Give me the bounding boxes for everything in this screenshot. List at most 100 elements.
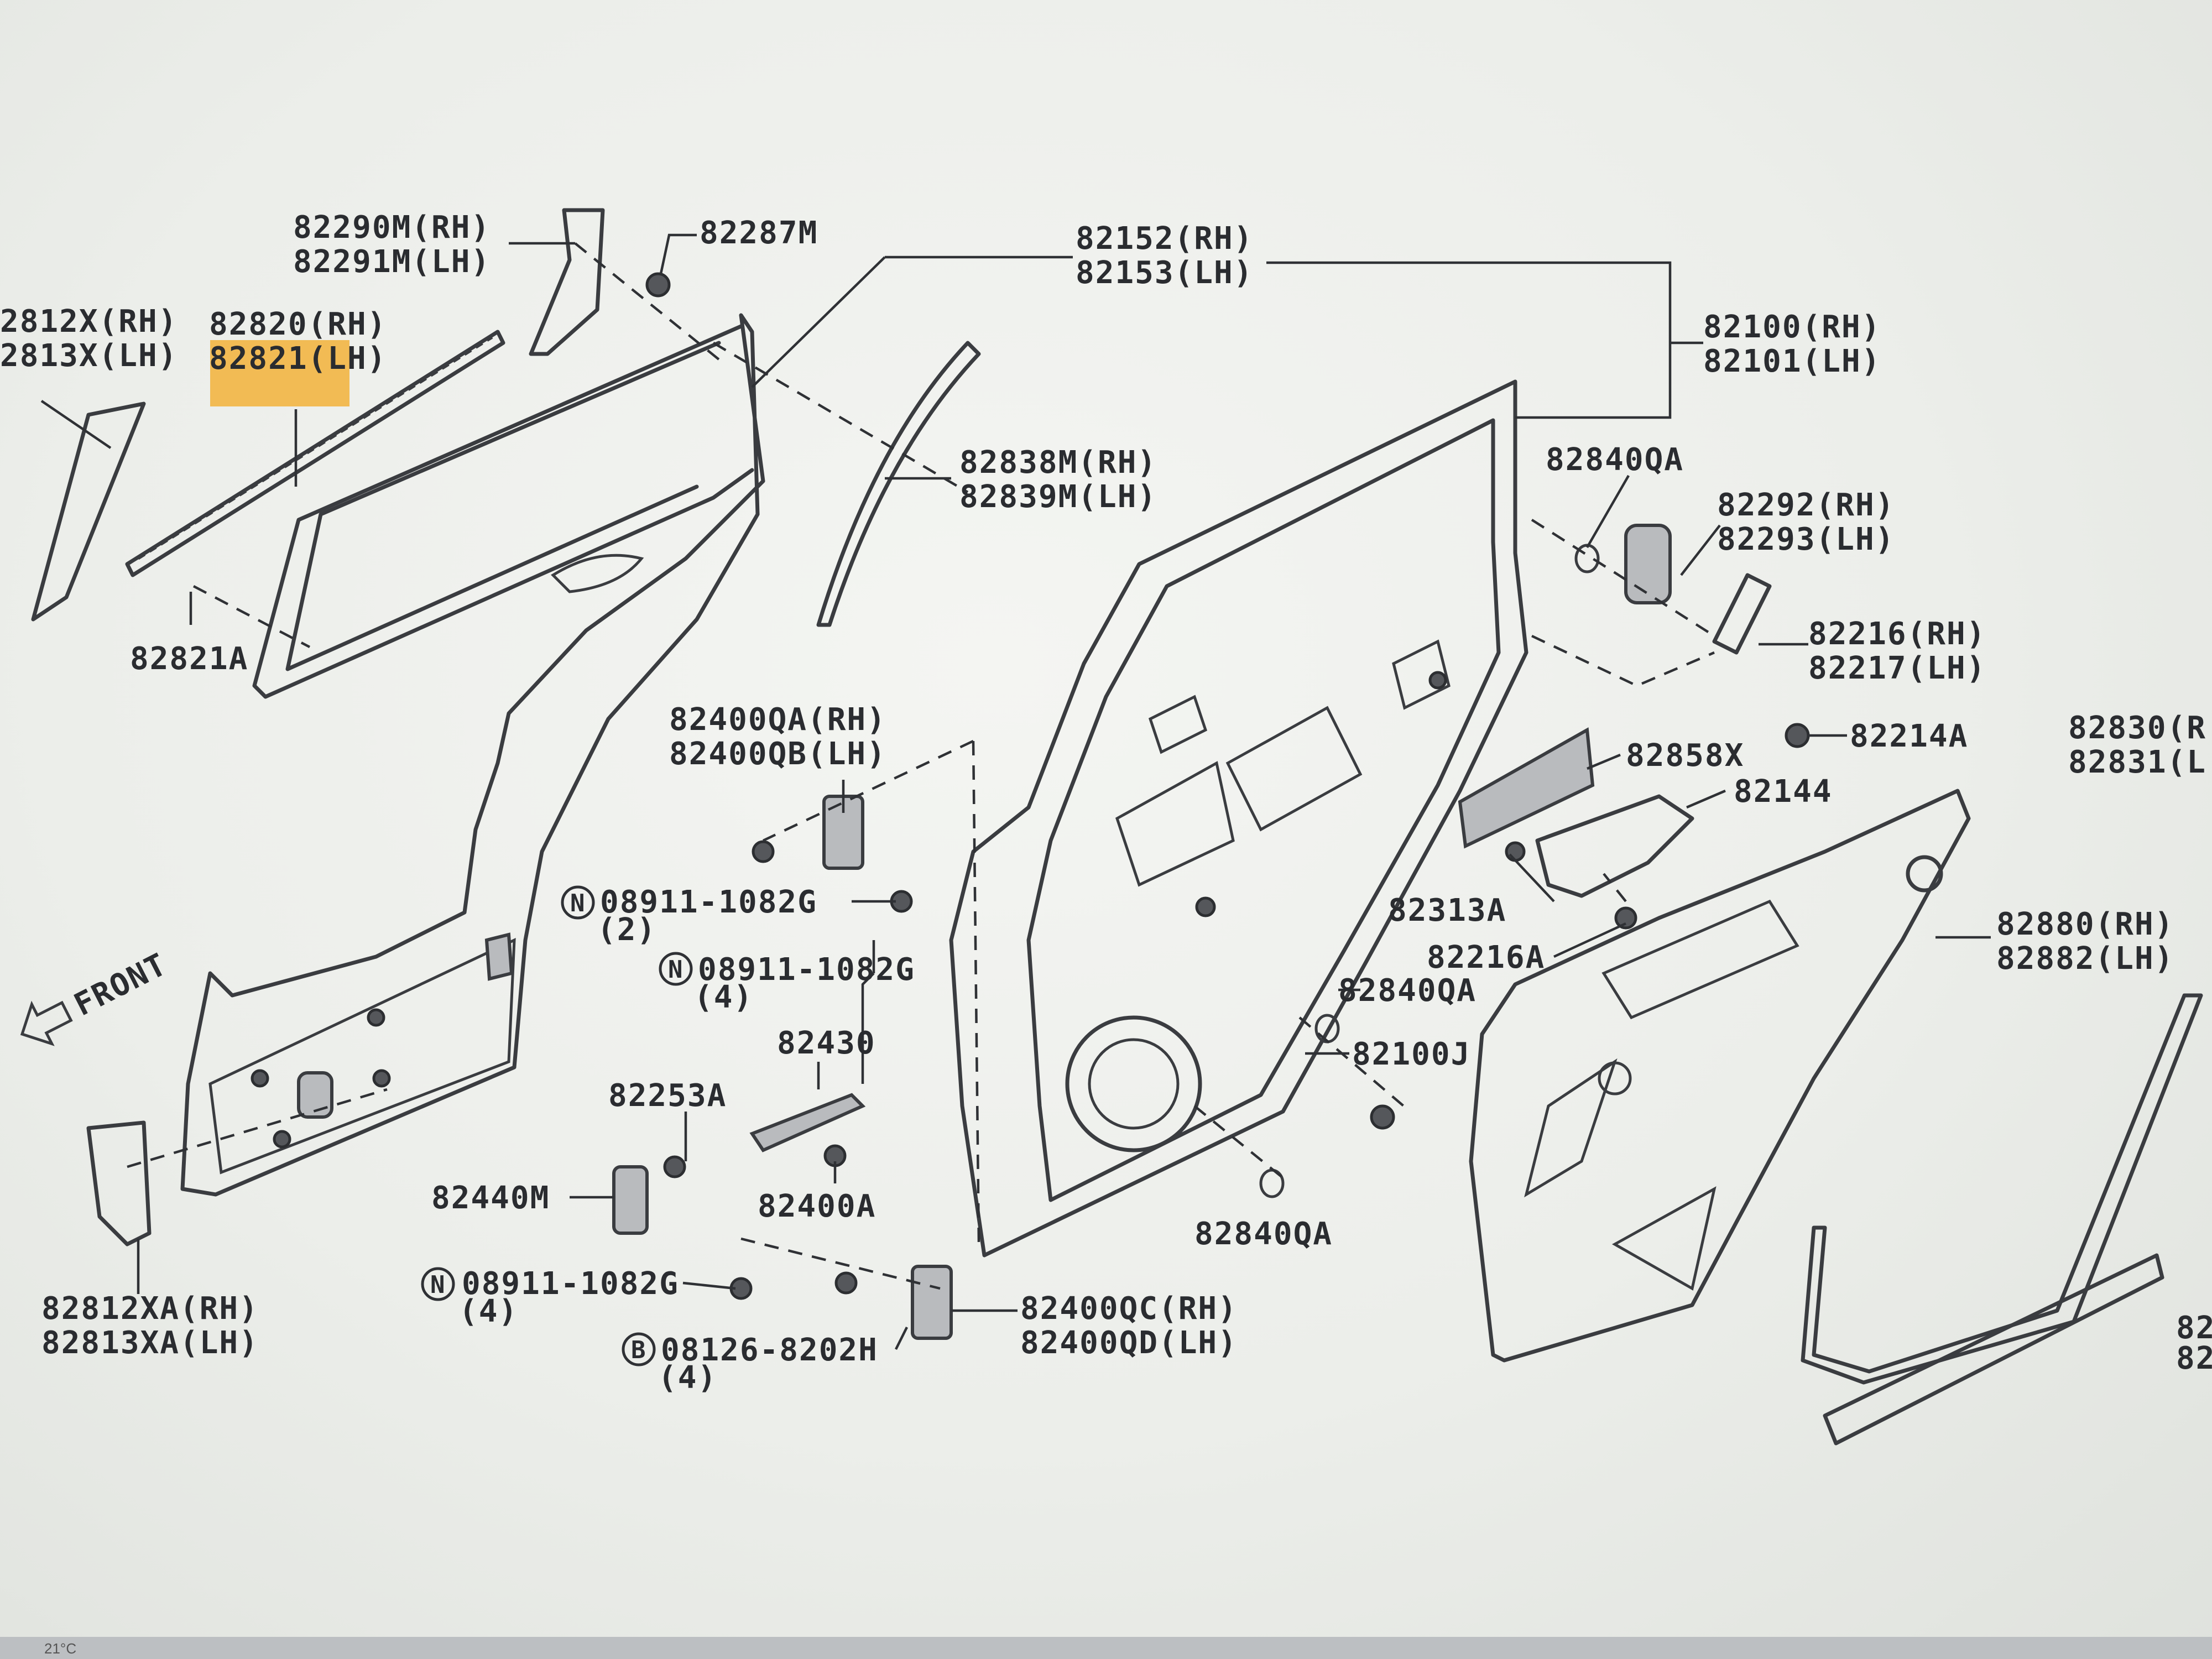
label-82216A: 82216A — [1427, 940, 1545, 975]
label-82830: 82830(R — [2068, 710, 2206, 746]
label-edge-82-1: 82 — [2176, 1310, 2212, 1346]
label-82287M: 82287M — [700, 215, 818, 251]
svg-text:N: N — [570, 889, 585, 917]
circled-symbol-n-1: N — [561, 885, 595, 920]
label-82430: 82430 — [777, 1025, 876, 1061]
label-82840QA-top: 82840QA — [1546, 442, 1684, 478]
label-82100: 82100(RH) — [1703, 309, 1881, 345]
front-direction-indicator: FRONT — [20, 946, 173, 1046]
door-panel-hole-2 — [372, 1069, 391, 1088]
circled-symbol-n-2: N — [659, 952, 693, 986]
sash-fastener — [645, 272, 671, 298]
label-82812X: 2812X(RH) — [0, 304, 178, 340]
bolt-82214A — [1785, 723, 1810, 748]
label-82144: 82144 — [1734, 774, 1833, 810]
inner-panel-clip — [1195, 896, 1216, 917]
door-trim-panel — [1469, 789, 1971, 1363]
bolt-08126 — [834, 1271, 858, 1295]
svg-text:B: B — [631, 1336, 646, 1364]
partition-sash — [529, 208, 605, 356]
label-08126: 08126-8202H — [661, 1332, 878, 1368]
label-08911-1: 08911-1082G — [600, 884, 817, 920]
label-08911-1-qty: (2) — [597, 912, 656, 948]
label-82400QA: 82400QA(RH) — [669, 702, 886, 738]
label-82839M: 82839M(LH) — [959, 479, 1157, 515]
hinge-lower — [911, 1265, 953, 1340]
os-taskbar — [0, 1637, 2212, 1659]
label-82293: 82293(LH) — [1717, 521, 1895, 557]
circled-symbol-b: B — [622, 1332, 656, 1366]
bolt-82253A — [663, 1155, 686, 1178]
label-82440M: 82440M — [431, 1180, 550, 1216]
label-82290M: 82290M(RH) — [293, 210, 491, 246]
door-panel-plug-1 — [297, 1071, 333, 1119]
check-link — [749, 1093, 866, 1152]
label-82101: 82101(LH) — [1703, 343, 1881, 379]
label-08911-2: 08911-1082G — [698, 952, 915, 988]
label-82840QA-bottom: 82840QA — [1194, 1216, 1333, 1252]
part-number-highlight — [210, 340, 349, 406]
label-82400QC: 82400QC(RH) — [1020, 1291, 1238, 1327]
assembly-dashed-lines — [127, 242, 1715, 1290]
door-panel-hole-3 — [367, 1008, 385, 1027]
label-82100J: 82100J — [1352, 1036, 1470, 1072]
door-sealing-screen — [1458, 727, 1595, 849]
circled-symbol-n-3: N — [421, 1267, 455, 1301]
bolt-82313A — [1505, 841, 1526, 862]
door-panel-hole-1 — [251, 1069, 269, 1088]
door-weatherstrip — [1801, 993, 2203, 1385]
nut-82400QA-1 — [752, 840, 775, 863]
leader-lines — [40, 233, 1991, 1350]
svg-text:N: N — [430, 1271, 445, 1299]
window-weatherstrip — [125, 330, 505, 577]
svg-text:N: N — [668, 956, 683, 984]
label-82858X: 82858X — [1626, 738, 1744, 774]
label-82813XA: 82813XA(LH) — [41, 1325, 259, 1361]
taskbar-weather-temp: 21°C — [44, 1640, 77, 1657]
label-82821A: 82821A — [130, 641, 248, 677]
label-82812XA: 82812XA(RH) — [41, 1291, 259, 1327]
label-08911-3-qty: (4) — [459, 1293, 518, 1329]
label-08911-3: 08911-1082G — [462, 1266, 679, 1302]
inner-door-panel — [949, 379, 1528, 1258]
front-label: FRONT — [69, 946, 173, 1023]
label-82838M: 82838M(RH) — [959, 445, 1157, 481]
part-labels: 82290M(RH) 82291M(LH) 82287M 82152(RH) 8… — [0, 210, 2212, 1396]
door-panel-hole-4 — [273, 1130, 291, 1149]
label-82253A: 82253A — [608, 1078, 727, 1114]
label-82880: 82880(RH) — [1996, 906, 2174, 942]
label-82291M: 82291M(LH) — [293, 244, 491, 280]
label-82820: 82820(RH) — [209, 306, 387, 342]
glass-run-rubber — [816, 341, 981, 627]
label-82840QA-mid: 82840QA — [1338, 973, 1477, 1009]
label-82216: 82216(RH) — [1808, 616, 1986, 652]
label-08126-qty: (4) — [658, 1360, 717, 1396]
label-82400QB: 82400QB(LH) — [669, 736, 886, 772]
clip-82100J — [1370, 1104, 1395, 1130]
label-82882: 82882(LH) — [1996, 941, 2174, 977]
door-striker — [612, 1165, 649, 1235]
label-82153: 82153(LH) — [1076, 255, 1253, 291]
bolt-82216A — [1614, 906, 1637, 930]
label-82831: 82831(L — [2068, 744, 2206, 780]
speaker-hole — [1065, 1015, 1202, 1152]
outside-handle-escutcheon — [1624, 524, 1672, 604]
label-82821: 82821(LH) — [209, 341, 387, 377]
label-82292: 82292(RH) — [1717, 487, 1895, 523]
label-82400QD: 82400QD(LH) — [1020, 1325, 1238, 1361]
label-82313A: 82313A — [1388, 893, 1506, 928]
mud-guard — [86, 1120, 152, 1246]
sash-channel — [1712, 573, 1772, 655]
label-08911-2-qty: (4) — [694, 979, 753, 1015]
label-edge-82-2: 82 — [2176, 1340, 2212, 1376]
outside-handle-bracket — [1535, 794, 1694, 898]
label-82152: 82152(RH) — [1076, 221, 1253, 257]
outer-door-panel — [180, 313, 765, 1197]
label-82400A: 82400A — [758, 1188, 876, 1224]
label-82214A: 82214A — [1850, 718, 1968, 754]
sill-moulding — [1823, 1253, 2164, 1446]
label-82813X: 2813X(LH) — [0, 338, 178, 374]
sash-moulding — [31, 401, 146, 622]
